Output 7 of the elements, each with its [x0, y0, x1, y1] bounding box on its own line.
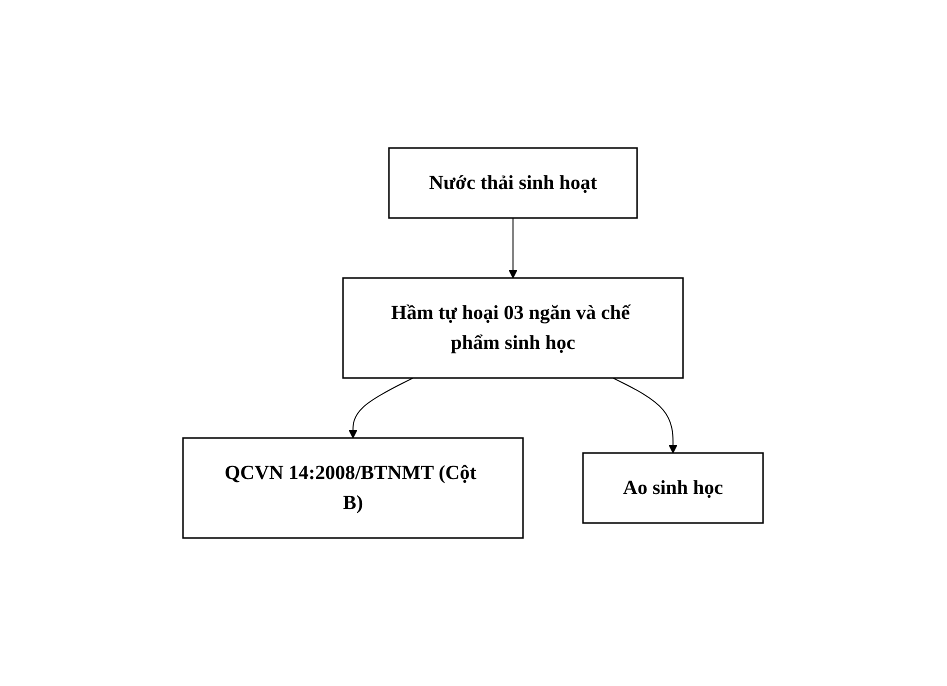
node-box: Hầm tự hoại 03 ngăn và chế phẩm sinh học [342, 277, 684, 379]
arrow [509, 218, 518, 278]
node-box: Ao sinh học [582, 452, 764, 524]
arrow [349, 378, 414, 438]
node-box: Nước thải sinh hoạt [388, 147, 638, 219]
node-box: QCVN 14:2008/BTNMT (Cột B) [182, 437, 524, 539]
arrow [613, 378, 678, 454]
